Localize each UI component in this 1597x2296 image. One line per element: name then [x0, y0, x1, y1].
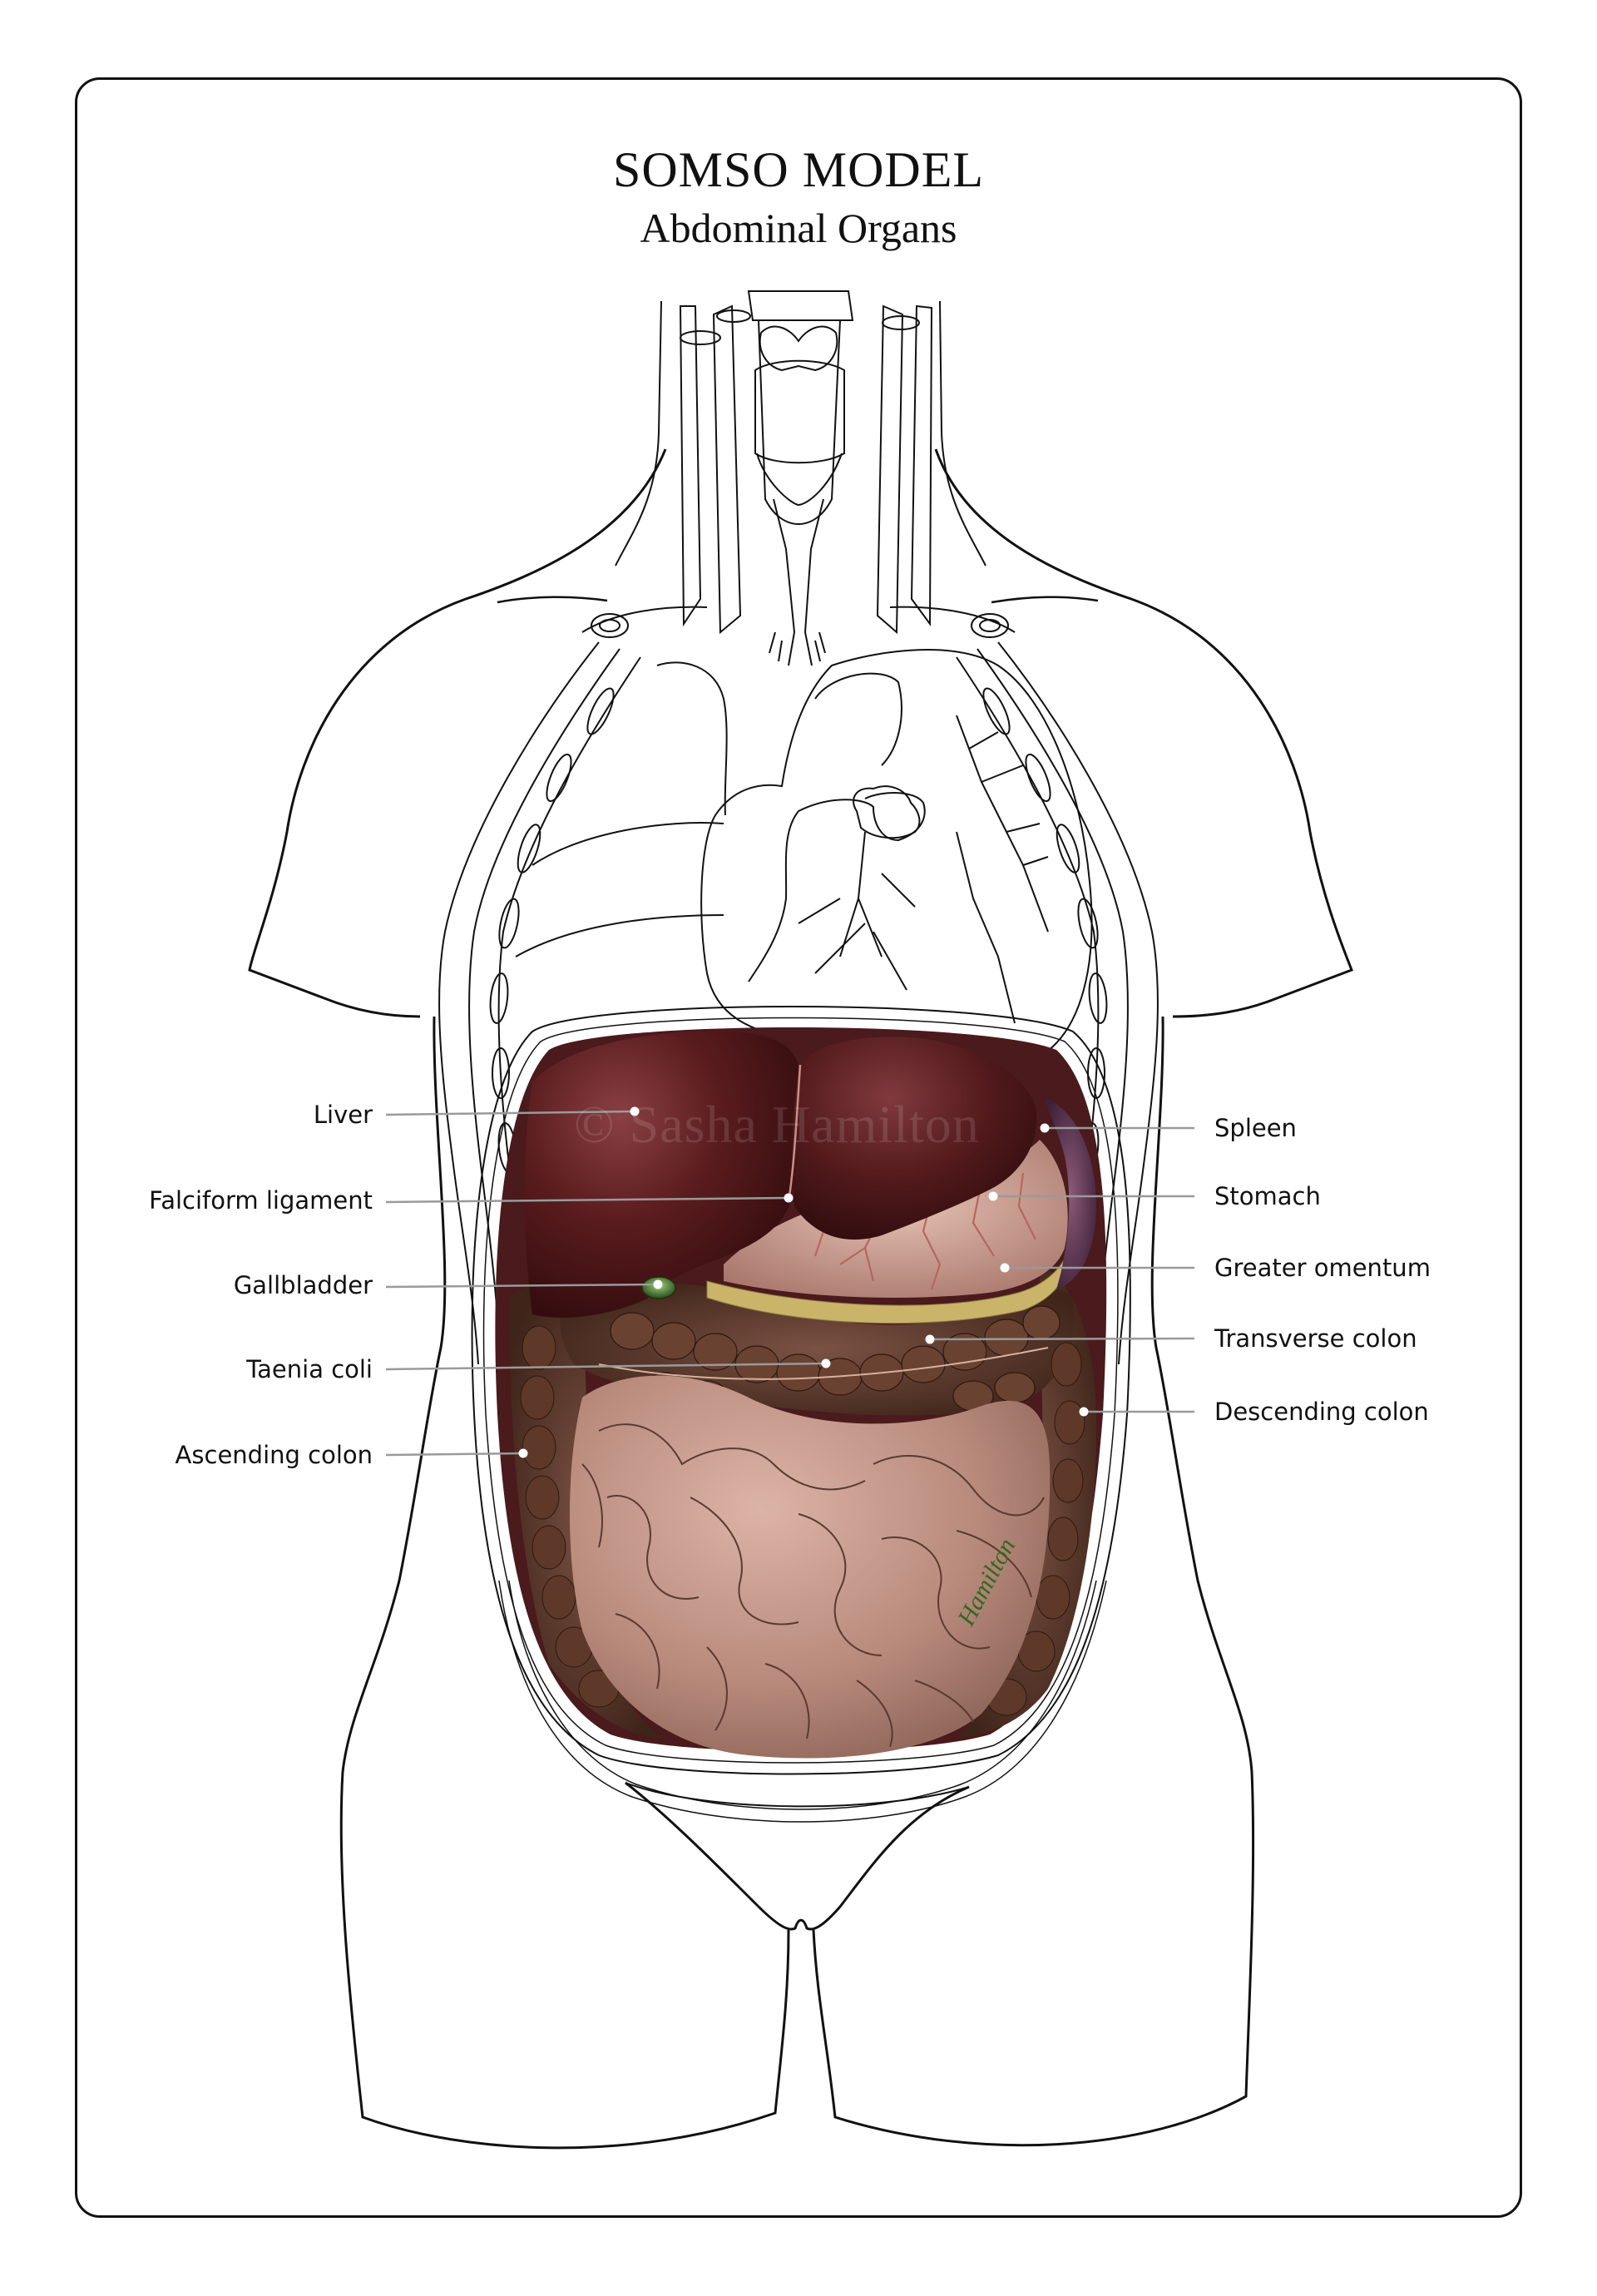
leader-lines [385, 1106, 1195, 1458]
label-falciform-ligament: Falciform ligament [149, 1186, 373, 1215]
label-taenia-coli: Taenia coli [246, 1355, 373, 1383]
label-spleen: Spleen [1214, 1114, 1297, 1142]
abdominal-cavity [471, 1006, 1131, 1823]
label-ascending-colon: Ascending colon [175, 1441, 373, 1469]
label-gallbladder: Gallbladder [233, 1271, 373, 1299]
label-liver: Liver [313, 1101, 373, 1129]
label-greater-omentum: Greater omentum [1214, 1254, 1431, 1282]
intestine-folds [581, 1423, 1045, 1748]
label-stomach: Stomach [1214, 1182, 1321, 1210]
poster-title: SOMSO MODEL [612, 142, 985, 197]
neck-structures [615, 290, 986, 666]
label-transverse-colon: Transverse colon [1214, 1324, 1417, 1353]
heart-outline [700, 649, 1093, 1065]
poster-subtitle: Abdominal Organs [640, 205, 957, 251]
torso-outline [248, 448, 1353, 2150]
label-descending-colon: Descending colon [1214, 1398, 1429, 1426]
copyright-watermark: © Sasha Hamilton [574, 1095, 980, 1154]
